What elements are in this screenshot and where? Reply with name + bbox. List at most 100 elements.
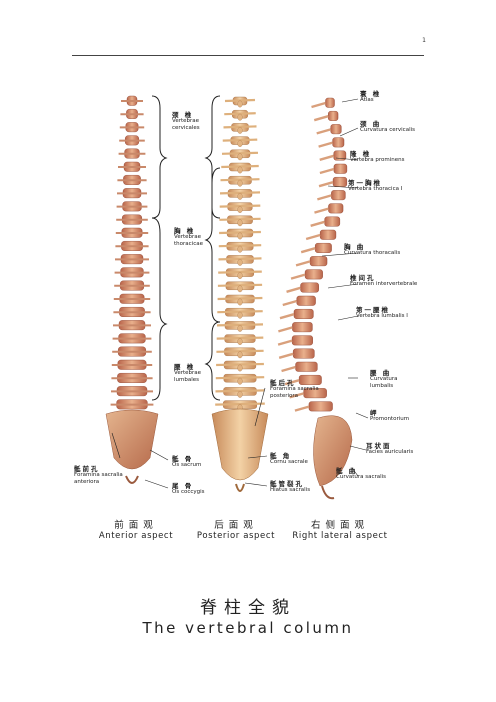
transverse-process <box>219 230 261 235</box>
vertebra-body <box>292 322 313 333</box>
label-hiatus-sacralis: 骶管裂孔 Hiatus sacralis <box>270 480 311 494</box>
spinous-process <box>237 232 243 240</box>
spinous-process <box>319 154 335 161</box>
label-atlas: 寰 椎 Atlas <box>360 90 382 104</box>
vertebra-body <box>309 256 328 267</box>
vertebra-body <box>314 242 332 253</box>
label-promontorium: 岬 Promontorium <box>370 409 410 423</box>
transverse-process <box>218 257 262 261</box>
transverse-process <box>219 204 261 208</box>
spinous-process <box>237 113 243 121</box>
transverse-process <box>221 151 259 155</box>
transverse-process <box>215 402 265 406</box>
spinous-process <box>237 391 243 398</box>
spinous-process <box>289 392 304 399</box>
vertebra-body <box>300 282 319 293</box>
vertebra-body <box>295 361 318 372</box>
spinous-process <box>237 193 243 200</box>
transverse-process <box>216 349 264 353</box>
spinous-process <box>284 379 300 386</box>
vertebra-body <box>291 335 313 346</box>
spinous-process <box>237 245 243 253</box>
vertebra-body <box>331 190 346 201</box>
label-curvatura-thoracalis: 胸 曲 Curvatura thoracalis <box>344 243 401 257</box>
label-cervical: 颈 椎 Vertebrae cervicales <box>172 111 200 131</box>
spinous-process <box>237 127 243 134</box>
vertebra-body <box>308 401 333 412</box>
figure-title-english: The vertebral column <box>142 619 354 637</box>
spinous-process <box>237 166 243 174</box>
vertebral-column-illustration: 颈 椎 Vertebrae cervicales 胸 椎 Vertebrae t… <box>60 88 436 528</box>
spinous-process <box>237 206 243 213</box>
spinous-process <box>237 285 243 293</box>
spinous-process <box>278 352 294 359</box>
label-cornu-sacrale: 骶 角 Cornu sacrale <box>270 452 308 466</box>
transverse-process <box>219 191 261 195</box>
vertebra-body <box>324 216 341 227</box>
coccyx-posterior <box>235 483 245 492</box>
caption-right-lateral: 右侧面观 Right lateral aspect <box>292 520 388 541</box>
brace-lumbar-left <box>152 320 166 400</box>
label-curvatura-cervicalis: 颈 曲 Curvatura cervicalis <box>360 120 416 134</box>
label-foramina-sacralia-anteriora: 骶前孔 Foramina sacralia anteriora <box>74 465 123 485</box>
vertebra-body <box>332 176 348 187</box>
vertebra-body <box>319 229 337 240</box>
label-first-lumbar: 第一腰椎 Vertebra lumbalis I <box>356 306 408 320</box>
spinous-process <box>318 141 333 148</box>
spinous-process <box>237 153 243 161</box>
transverse-process <box>215 376 265 380</box>
vertebra-body <box>298 375 322 385</box>
transverse-process <box>219 217 261 221</box>
spinous-process <box>305 233 321 241</box>
transverse-process <box>216 362 264 367</box>
vertebra-body <box>330 124 342 135</box>
leader-lines <box>111 98 369 489</box>
vertebra-body <box>325 97 335 108</box>
sacrum-posterior <box>211 408 269 481</box>
coccyx-lateral <box>321 485 335 500</box>
label-first-thoracic: 第一胸椎 Vertebra thoracica I <box>348 179 403 193</box>
spinous-process <box>318 181 334 188</box>
spinous-process <box>237 364 243 372</box>
sacrum-lateral <box>313 415 353 487</box>
transverse-process <box>217 296 263 301</box>
figure-title-chinese: 脊柱全貌 <box>200 598 296 618</box>
transverse-process <box>218 244 262 248</box>
transverse-process <box>217 283 263 287</box>
page-number: 1 <box>422 37 426 44</box>
spinous-process <box>237 351 243 359</box>
spinous-process <box>237 338 243 345</box>
posterior-spine <box>211 96 269 492</box>
label-foramina-sacralia-posteriora: 骶后孔 Foramina sacralia posteriora <box>270 379 319 399</box>
spinous-process <box>237 179 243 187</box>
spinous-process <box>311 101 326 109</box>
brace-lumbar-right <box>204 321 221 401</box>
transverse-process <box>221 164 259 169</box>
vertebra-body <box>332 137 345 148</box>
coccyx-anterior <box>125 475 139 484</box>
spinous-process <box>286 286 301 293</box>
transverse-process <box>222 138 258 142</box>
header-rule <box>72 55 424 56</box>
label-curvatura-lumbalis: 腰 曲 Curvatura lumbalis <box>370 369 398 389</box>
transverse-process <box>218 270 262 274</box>
spinous-process <box>277 339 293 346</box>
vertebra-body <box>303 388 327 399</box>
spinous-process <box>237 377 243 385</box>
transverse-process <box>224 112 256 116</box>
label-foramen-intervertebrale: 椎间孔 Foramen intervertebrale <box>350 274 418 288</box>
spinous-process <box>237 325 243 332</box>
vertebra-body <box>328 203 344 214</box>
caption-anterior: 前面观 Anterior aspect <box>98 520 174 541</box>
vertebra-body <box>304 269 323 280</box>
spinous-process <box>282 299 298 307</box>
label-facies-auricularis: 耳状面 Facies auricularis <box>366 442 414 456</box>
anterior-spine <box>105 95 159 484</box>
label-os-coccygis: 尾 骨 Os coccygis <box>172 482 205 496</box>
spinous-process <box>319 167 335 175</box>
spinous-process <box>290 273 306 280</box>
vertebra-body <box>328 111 339 121</box>
spinous-process <box>294 405 310 412</box>
transverse-process <box>215 389 265 393</box>
label-thoracic: 胸 椎 Vertebrae thoracicae <box>174 227 203 247</box>
